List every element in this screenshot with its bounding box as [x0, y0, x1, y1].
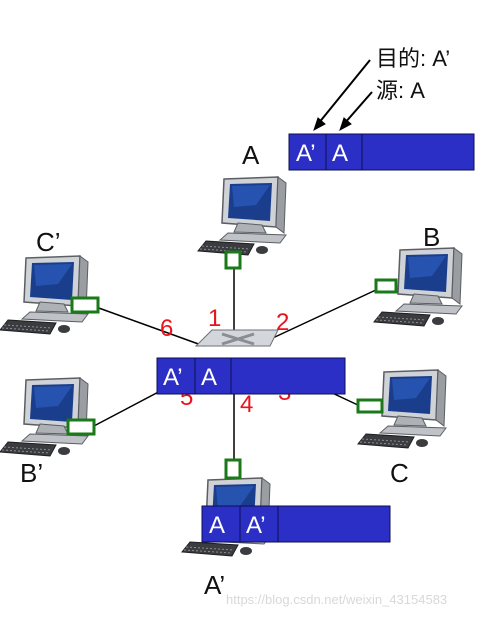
source-label: 源: A — [376, 78, 425, 103]
port-number-1: 1 — [208, 305, 221, 332]
nic-C-prime — [70, 296, 100, 314]
frame-middle-src: A — [201, 364, 217, 391]
host-B-prime: B’ — [0, 377, 96, 488]
host-C-prime: C’ — [0, 227, 100, 335]
nic-A-prime — [224, 458, 242, 480]
host-B: B — [373, 222, 463, 327]
computer-icon — [0, 377, 89, 457]
frame-bottom-second: A’ — [246, 512, 266, 539]
host-label-C: C — [390, 458, 409, 488]
frame-bottom: A A’ — [201, 505, 391, 543]
destination-label: 目的: A’ — [376, 46, 450, 71]
link-B — [261, 288, 379, 344]
host-label-A: A — [242, 140, 260, 170]
nic-B — [374, 278, 398, 294]
computer-icon — [0, 255, 89, 335]
host-label-B-prime: B’ — [20, 458, 43, 488]
frame-middle: A’ A — [156, 357, 346, 395]
host-label-B: B — [423, 222, 440, 252]
host-A-prime: A’ — [181, 458, 271, 600]
frame-top: A’ A — [288, 133, 475, 171]
host-label-A-prime: A’ — [204, 570, 225, 600]
frame-bottom-first: A — [209, 512, 225, 539]
watermark: https://blog.csdn.net/weixin_43154583 — [226, 592, 447, 607]
frame-middle-dest: A’ — [163, 364, 183, 391]
host-C: C — [356, 369, 447, 488]
frame-top-dest: A’ — [296, 140, 316, 167]
switch — [194, 329, 279, 347]
nic-C — [356, 398, 384, 414]
nic-A — [224, 250, 242, 270]
arrow-icon — [313, 59, 373, 132]
switch-icon — [221, 332, 255, 346]
nic-B-prime — [66, 418, 96, 436]
port-number-4: 4 — [240, 391, 253, 418]
host-A: A — [197, 140, 287, 270]
host-label-C-prime: C’ — [36, 227, 61, 257]
computer-icon — [197, 176, 287, 256]
address-annotations: 目的: A’ 源: A — [313, 46, 450, 132]
port-number-2: 2 — [276, 309, 289, 336]
port-number-6: 6 — [160, 315, 173, 342]
frame-top-src: A — [332, 140, 348, 167]
link-C-prime — [95, 306, 205, 347]
